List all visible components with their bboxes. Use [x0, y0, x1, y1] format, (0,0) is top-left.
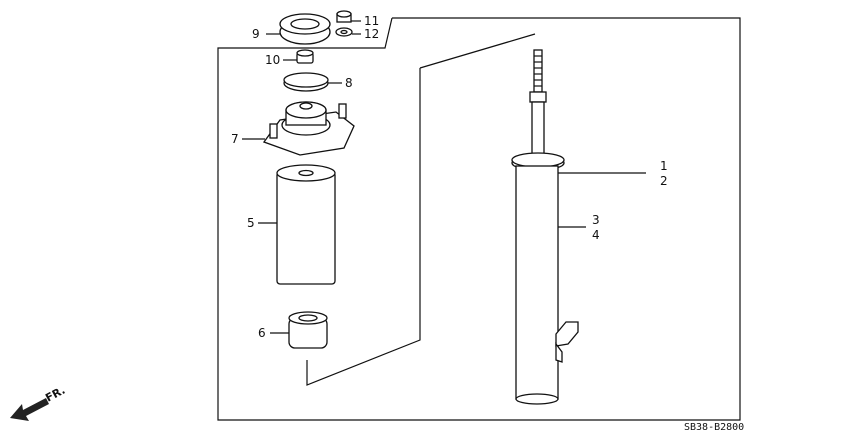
- callout-6: 6: [258, 326, 266, 340]
- callout-7: 7: [231, 132, 239, 146]
- shock-absorber-part: [511, 49, 579, 405]
- callout-2: 2: [660, 174, 668, 188]
- callout-4: 4: [592, 228, 600, 242]
- callout-12: 12: [364, 27, 379, 41]
- bump-stop-part: [288, 311, 328, 349]
- washer-part: [335, 27, 353, 37]
- mount-bushing-part: [279, 13, 331, 45]
- direction-label: FR.: [43, 384, 67, 405]
- callout-5: 5: [247, 216, 255, 230]
- shock-mount-base-part: [262, 101, 355, 156]
- diagram-code: SB38-B2800: [684, 422, 744, 433]
- callout-9: 9: [252, 27, 260, 41]
- collar-part: [296, 49, 314, 64]
- assembly-outline: [217, 17, 741, 421]
- callout-10: 10: [265, 53, 280, 67]
- callout-3: 3: [592, 213, 600, 227]
- callout-11: 11: [364, 14, 379, 28]
- nut-part: [336, 10, 352, 23]
- front-direction-arrow-icon: [10, 398, 49, 421]
- callout-1: 1: [660, 159, 668, 173]
- callout-8: 8: [345, 76, 353, 90]
- dust-cover-part: [276, 164, 336, 285]
- rod-bracket: [306, 33, 536, 386]
- plate-washer-part: [283, 72, 329, 92]
